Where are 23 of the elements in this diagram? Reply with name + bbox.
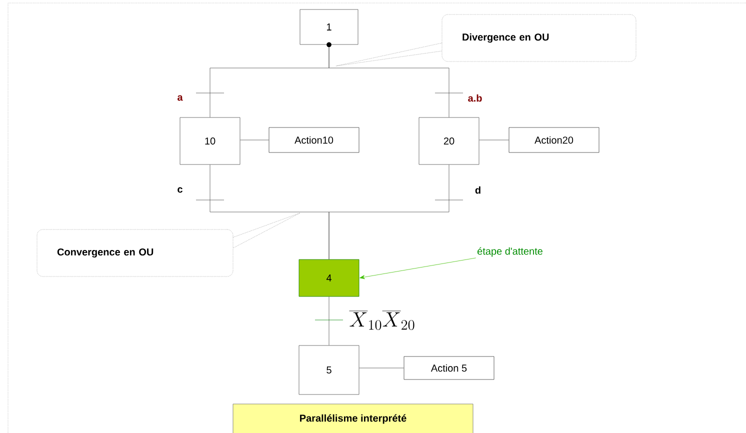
transition-label: a <box>178 95 183 101</box>
link-line <box>328 164 450 260</box>
leader-line <box>336 42 442 66</box>
leader-line <box>233 212 300 248</box>
step-box: 5 <box>298 345 360 395</box>
action-box: Action 5 <box>404 356 494 380</box>
transition-label: d <box>475 186 480 194</box>
callout-box: Convergence en OU <box>36 229 234 277</box>
transition-label: a.b <box>468 94 482 102</box>
link-line <box>328 296 330 346</box>
title-box: Parallélisme interprété <box>232 404 474 433</box>
step-box: 10 <box>180 117 240 165</box>
action-box: Action20 <box>508 127 600 153</box>
step-box: 20 <box>418 117 480 165</box>
step-box: 4 <box>298 259 360 297</box>
transition-label: $\overline{X}_{10}\overline{X}_{20}$ <box>349 310 414 330</box>
link-line <box>328 47 450 118</box>
arrow <box>360 258 476 280</box>
callout-box: Divergence en OU <box>442 14 636 62</box>
transition-label: c <box>178 187 182 193</box>
annotation-text: étape d'attente <box>478 247 542 257</box>
step-box: 1 <box>300 9 358 48</box>
action-box: Action10 <box>268 127 360 153</box>
